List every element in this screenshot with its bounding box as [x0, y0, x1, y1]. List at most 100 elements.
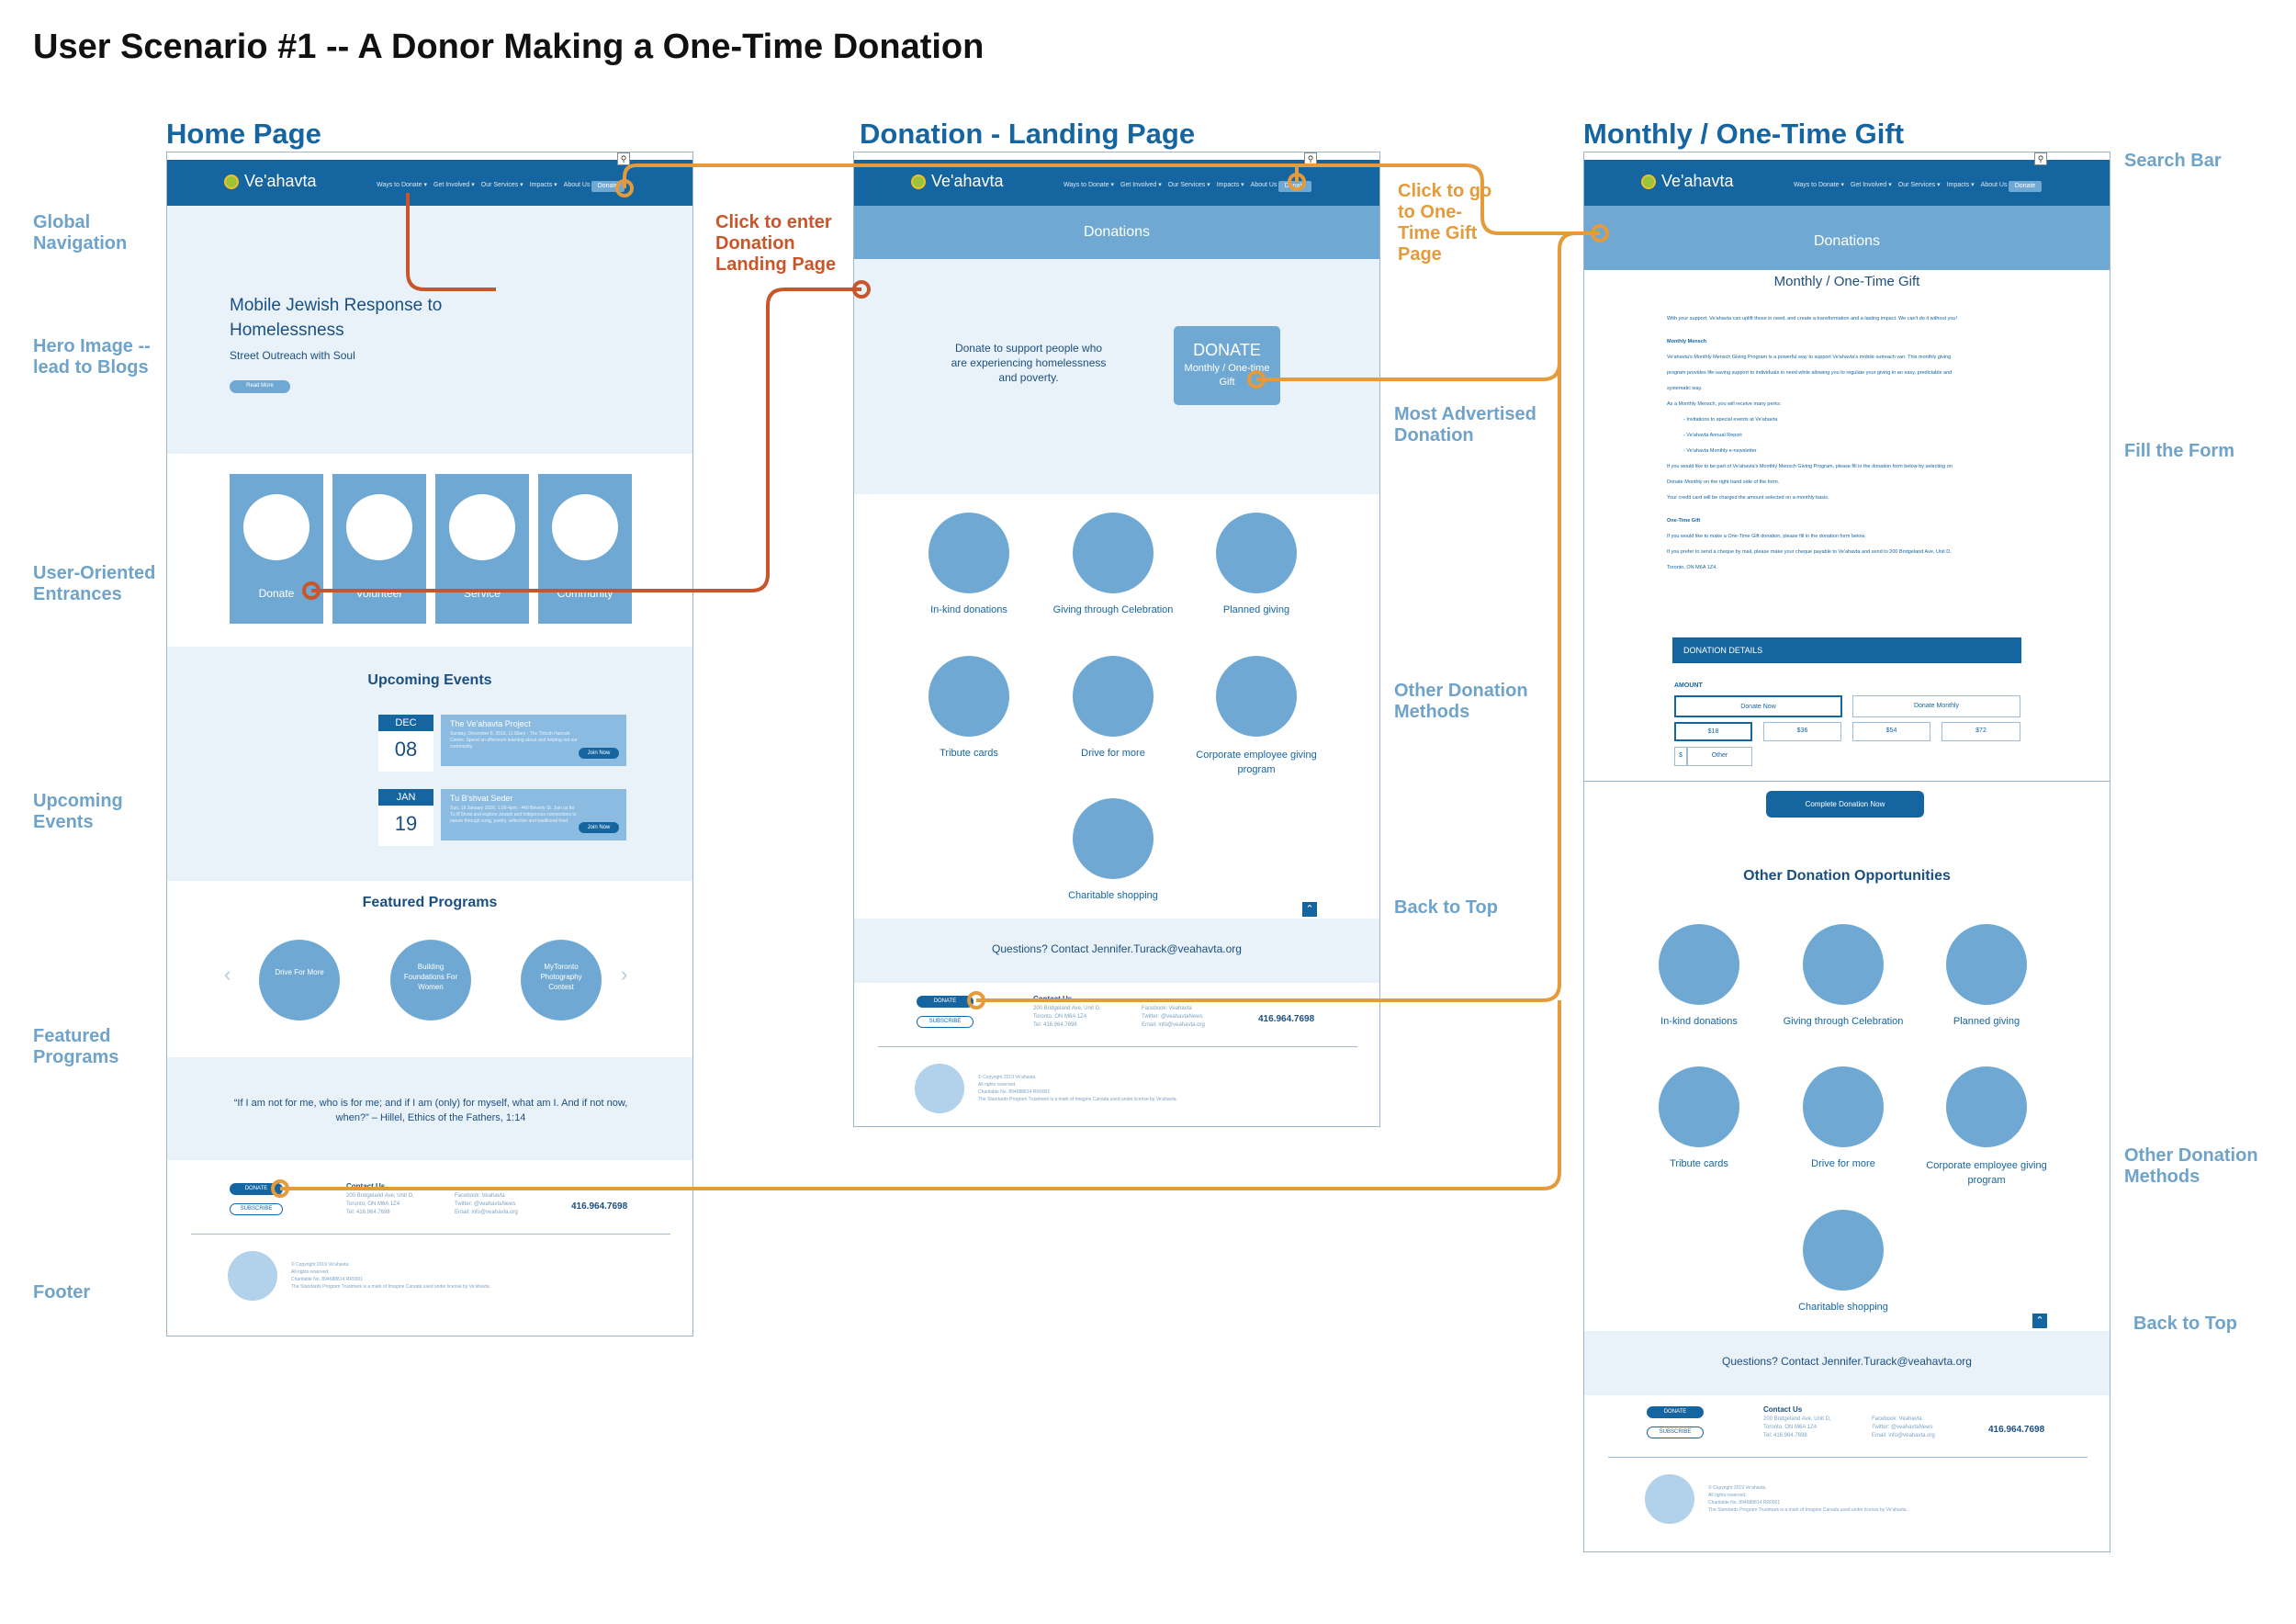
- amount-36[interactable]: $36: [1763, 722, 1841, 741]
- method-celebration[interactable]: [1073, 513, 1154, 593]
- label-fill-form: Fill the Form: [2124, 441, 2234, 461]
- footer-phone: 416.964.7698: [571, 1201, 628, 1212]
- footer-copyright: © Copyright 2019 Ve'ahavta.All rights re…: [978, 1075, 1177, 1102]
- method-label: Planned giving: [1222, 604, 1290, 615]
- entrance-volunteer[interactable]: Volunteer: [332, 474, 426, 624]
- featured-program[interactable]: Building Foundations For Women: [390, 940, 471, 1021]
- event-date-2: JAN 19: [378, 789, 433, 846]
- nav-about-us[interactable]: About Us ▾: [1980, 182, 2012, 188]
- site-logo[interactable]: Ve'ahavta: [911, 172, 1004, 191]
- donate-now-option[interactable]: Donate Now: [1674, 695, 1842, 717]
- footer-subscribe-button[interactable]: SUBSCRIBE: [230, 1203, 283, 1215]
- nav-donate-button[interactable]: Donate: [1278, 181, 1311, 192]
- opportunity-tribute[interactable]: [1659, 1066, 1739, 1147]
- opportunity-planned[interactable]: [1946, 924, 2027, 1005]
- donate-monthly-option[interactable]: Donate Monthly: [1852, 695, 2020, 717]
- amount-72[interactable]: $72: [1941, 722, 2020, 741]
- amount-54[interactable]: $54: [1852, 722, 1930, 741]
- label-click-gift: Click to go to One-Time Gift Page: [1398, 181, 1492, 265]
- amount-label: AMOUNT: [1674, 682, 1703, 689]
- event-join-button[interactable]: Join Now: [579, 822, 619, 833]
- method-label: Corporate employee giving program: [1196, 750, 1317, 775]
- entrance-image: [346, 494, 412, 560]
- label-hero-image: Hero Image -- lead to Blogs: [33, 336, 151, 378]
- nav-our-services[interactable]: Our Services ▾: [1897, 182, 1941, 188]
- nav-impacts[interactable]: Impacts ▾: [1216, 182, 1244, 188]
- opportunity-celebration[interactable]: [1803, 924, 1884, 1005]
- search-icon[interactable]: ⚲: [1304, 152, 1317, 165]
- nav-get-involved[interactable]: Get Involved ▾: [433, 182, 475, 188]
- method-tribute[interactable]: [929, 656, 1009, 737]
- footer-trustmark-logo: [1645, 1474, 1694, 1524]
- footer-subscribe-button[interactable]: SUBSCRIBE: [917, 1016, 974, 1028]
- site-logo[interactable]: Ve'ahavta: [1641, 172, 1734, 191]
- label-footer: Footer: [33, 1282, 91, 1303]
- method-label: Tribute cards: [940, 748, 998, 759]
- footer-contact-info: 200 Bridgeland Ave, Unit D,Toronto, ON M…: [1033, 1006, 1101, 1028]
- opportunity-in-kind[interactable]: [1659, 924, 1739, 1005]
- nav-get-involved[interactable]: Get Involved ▾: [1851, 182, 1892, 188]
- method-corporate[interactable]: [1216, 656, 1297, 737]
- gift-page-title: Monthly / One-Time Gift: [1583, 118, 1905, 150]
- search-icon[interactable]: ⚲: [617, 152, 630, 165]
- footer-donate-button[interactable]: DONATE: [230, 1183, 283, 1195]
- donate-support-text: Donate to support people who are experie…: [951, 342, 1107, 384]
- method-drive[interactable]: [1073, 656, 1154, 737]
- event-card-1[interactable]: The Ve'ahavta Project Sunday, December 8…: [441, 715, 626, 766]
- nav-ways-to-donate[interactable]: Ways to Donate ▾: [1794, 182, 1844, 188]
- site-logo[interactable]: Ve'ahavta: [224, 172, 317, 191]
- featured-program[interactable]: Drive For More: [259, 940, 340, 1021]
- opportunity-corporate[interactable]: [1946, 1066, 2027, 1147]
- entrance-donate[interactable]: Donate: [230, 474, 323, 624]
- landing-page-title: Donation - Landing Page: [860, 118, 1196, 150]
- logo-icon: [224, 174, 239, 189]
- nav-donate-button[interactable]: Donate: [591, 181, 625, 192]
- footer-donate-button[interactable]: DONATE: [1647, 1406, 1704, 1418]
- footer-subscribe-button[interactable]: SUBSCRIBE: [1647, 1427, 1704, 1438]
- opportunity-charitable-shopping[interactable]: [1803, 1210, 1884, 1291]
- footer-donate-button[interactable]: DONATE: [917, 996, 974, 1008]
- currency-symbol: $: [1674, 747, 1687, 766]
- events-section: Upcoming Events DEC 08 The Ve'ahavta Pro…: [167, 647, 692, 881]
- entrance-service[interactable]: Service: [435, 474, 529, 624]
- nav-donate-button[interactable]: Donate: [2009, 181, 2042, 192]
- opportunity-label: Giving through Celebration: [1783, 1016, 1904, 1027]
- amount-18[interactable]: $18: [1674, 722, 1752, 741]
- featured-program[interactable]: MyToronto Photography Contest: [521, 940, 602, 1021]
- opportunity-label: In-kind donations: [1660, 1016, 1738, 1027]
- nav-about-us[interactable]: About Us ▾: [563, 182, 595, 188]
- method-charitable-shopping[interactable]: [1073, 798, 1154, 879]
- carousel-prev-icon[interactable]: ‹: [224, 963, 231, 986]
- nav-get-involved[interactable]: Get Involved ▾: [1120, 182, 1162, 188]
- opportunities-title: Other Donation Opportunities: [1743, 868, 1951, 884]
- method-planned[interactable]: [1216, 513, 1297, 593]
- nav-impacts[interactable]: Impacts ▾: [529, 182, 557, 188]
- method-in-kind[interactable]: [929, 513, 1009, 593]
- nav-ways-to-donate[interactable]: Ways to Donate ▾: [1064, 182, 1114, 188]
- nav-our-services[interactable]: Our Services ▾: [1167, 182, 1210, 188]
- nav-our-services[interactable]: Our Services ▾: [480, 182, 523, 188]
- nav-menu: Ways to Donate ▾ Get Involved ▾ Our Serv…: [1794, 181, 2012, 188]
- entrance-community[interactable]: Community: [538, 474, 632, 624]
- footer-phone: 416.964.7698: [1988, 1425, 2045, 1435]
- entrance-image: [449, 494, 515, 560]
- complete-donation-button[interactable]: Complete Donation Now: [1766, 791, 1924, 818]
- event-join-button[interactable]: Join Now: [579, 748, 619, 759]
- opportunity-drive[interactable]: [1803, 1066, 1884, 1147]
- back-to-top-icon[interactable]: ⌃: [1302, 902, 1317, 917]
- back-to-top-icon[interactable]: ⌃: [2032, 1314, 2047, 1328]
- carousel-next-icon[interactable]: ›: [621, 963, 628, 986]
- nav-ways-to-donate[interactable]: Ways to Donate ▾: [377, 182, 427, 188]
- search-icon[interactable]: ⚲: [2034, 152, 2047, 165]
- donate-monthly-onetime-button[interactable]: DONATE Monthly / One-time Gift: [1174, 326, 1280, 405]
- nav-about-us[interactable]: About Us ▾: [1250, 182, 1282, 188]
- other-amount-input[interactable]: Other: [1687, 747, 1752, 766]
- nav-menu: Ways to Donate ▾ Get Involved ▾ Our Serv…: [1064, 181, 1282, 188]
- label-back-top-right: Back to Top: [2133, 1314, 2237, 1334]
- hero-read-more-button[interactable]: Read More: [230, 380, 290, 393]
- label-back-top-mid: Back to Top: [1394, 897, 1498, 918]
- footer-contact-heading: Contact Us: [346, 1182, 386, 1190]
- event-card-2[interactable]: Tu B'shvat Seder Sun, 19 January 2020, 1…: [441, 789, 626, 840]
- nav-impacts[interactable]: Impacts ▾: [1946, 182, 1975, 188]
